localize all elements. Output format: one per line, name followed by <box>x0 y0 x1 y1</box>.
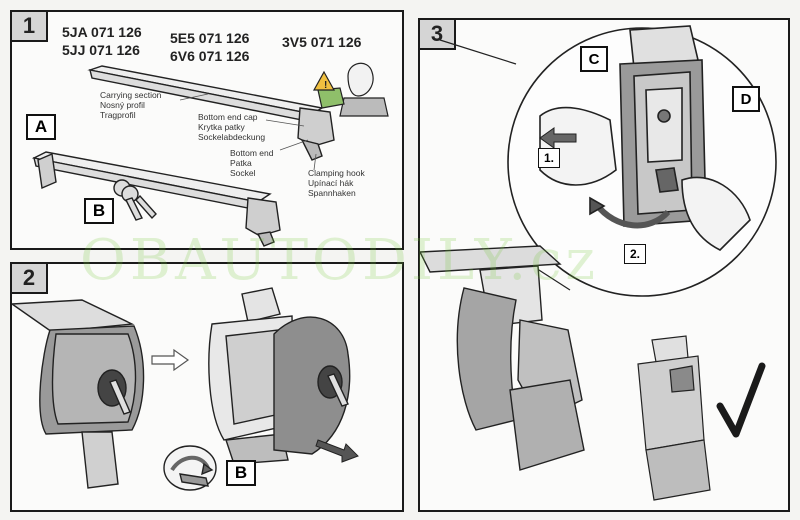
part-number-6v6: 6V6 071 126 <box>170 48 250 64</box>
step-2-panel: 2 <box>10 262 404 512</box>
step-3-panel: 3 <box>418 18 790 512</box>
clamping-hook-label: Clamping hook Upínací hák Spannhaken <box>308 168 365 198</box>
roof-bars-illustration: ! <box>31 62 389 247</box>
assembled-foot-detail <box>637 335 711 501</box>
step-1-panel: 1 5JA 071 126 5JJ 071 126 5E5 071 126 6V… <box>10 10 404 250</box>
step-2-number: 2 <box>12 264 48 294</box>
label-d: D <box>732 86 760 112</box>
part-number-5ja: 5JA 071 126 <box>62 24 142 40</box>
bottom-end-label: Bottom end Patka Sockel <box>230 148 274 178</box>
roof-bar-a <box>87 65 335 161</box>
part-number-5jj: 5JJ 071 126 <box>62 42 140 58</box>
foot-cover-removal-illustration <box>12 287 359 491</box>
foot-with-cover <box>12 299 145 489</box>
step-3-number: 3 <box>420 20 456 50</box>
label-b: B <box>84 198 114 224</box>
carrying-section-label: Carrying section Nosný profil Tragprofil <box>100 90 162 120</box>
foot-on-bar <box>420 245 585 471</box>
checkmark-icon <box>716 362 766 438</box>
svg-text:!: ! <box>324 80 327 91</box>
pull-off-arrow <box>315 439 359 463</box>
part-number-5e5: 5E5 071 126 <box>170 30 250 46</box>
leader-lines <box>179 93 317 171</box>
sequence-1: 1. <box>538 148 560 168</box>
label-c: C <box>580 46 608 72</box>
magnified-detail <box>439 25 777 297</box>
opened-foot <box>208 287 351 465</box>
bottom-end-cap-label: Bottom end cap Krytka patky Sockelabdeck… <box>198 112 266 142</box>
step-1-number: 1 <box>12 12 48 42</box>
label-a: A <box>26 114 56 140</box>
label-b-key: B <box>226 460 256 486</box>
roof-bar-b <box>31 151 281 247</box>
clamping-hook-adjustment-illustration <box>420 25 777 501</box>
sequence-2: 2. <box>624 244 646 264</box>
key-rotation-detail <box>163 445 217 491</box>
manual-reader-figure: ! <box>312 62 389 117</box>
step-arrow-right <box>151 348 190 372</box>
keys <box>113 179 157 221</box>
part-number-3v5: 3V5 071 126 <box>282 34 362 50</box>
